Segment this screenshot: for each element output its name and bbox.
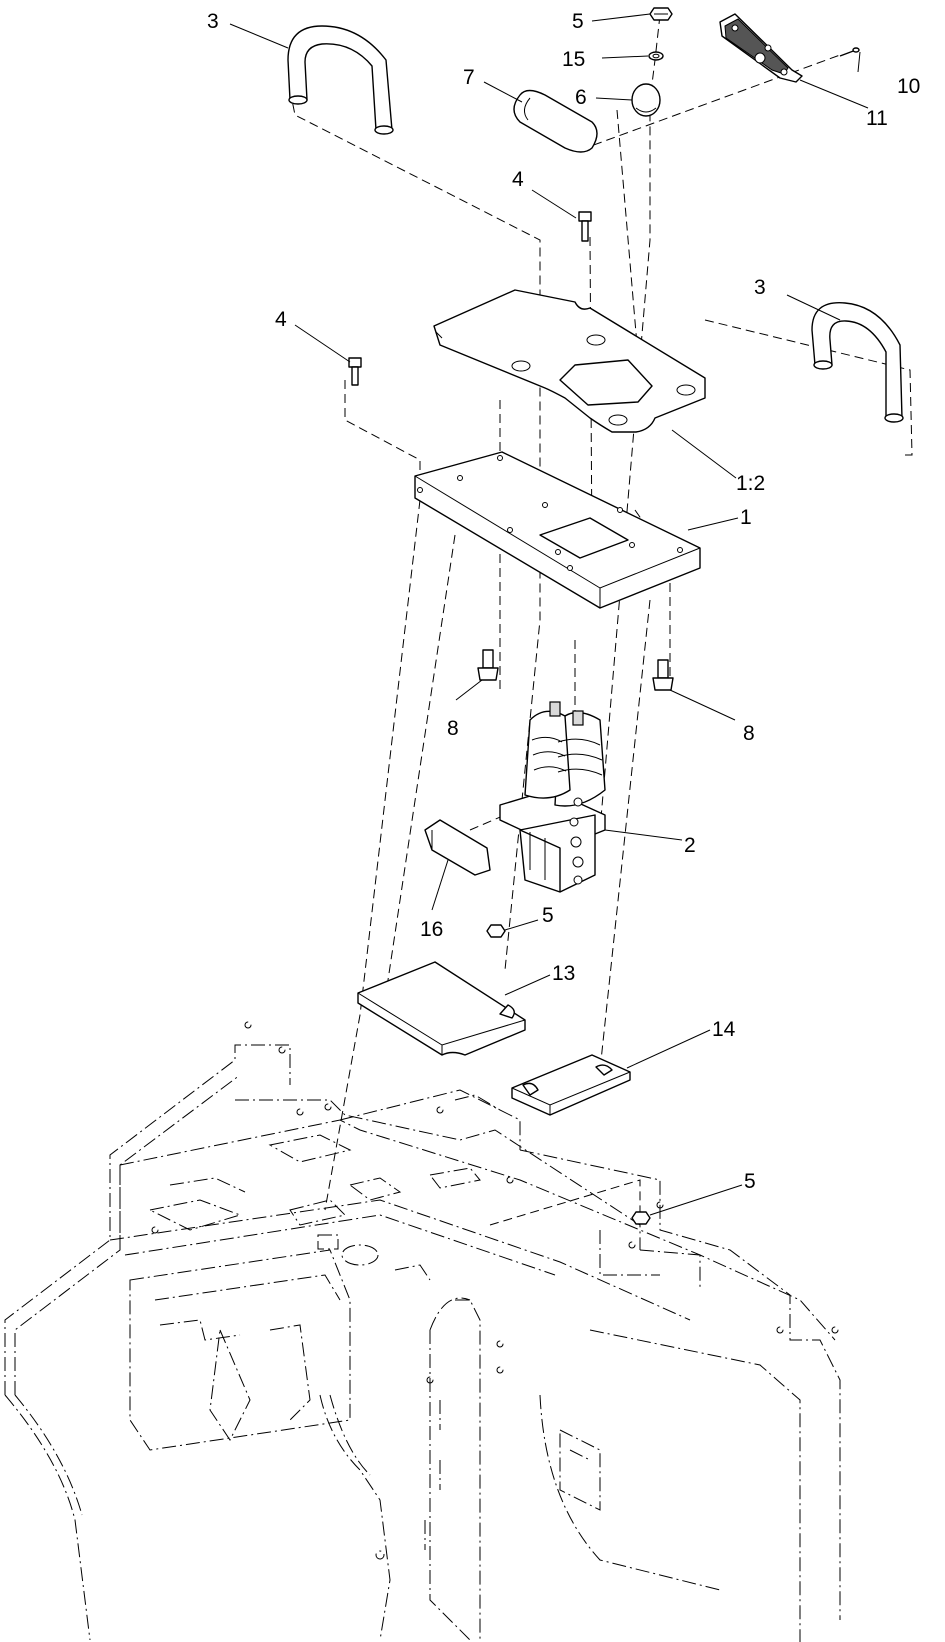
callout-8-left: 8: [447, 717, 459, 740]
callout-16: 16: [420, 918, 443, 941]
nut-lower: [631, 1211, 651, 1225]
cover-plate-large: [357, 961, 526, 1056]
lock-washer: [648, 51, 664, 61]
bolt-upper: [578, 211, 592, 242]
callout-labels: 3 5 15 7 6 10 11 4 3 4 1:2 1 8 8 2 16 5 …: [207, 10, 920, 1193]
screw-small: [839, 47, 860, 57]
callout-7: 7: [463, 66, 475, 89]
handle-grip-right: [811, 302, 904, 423]
flange-bolt-left: [477, 649, 499, 681]
handle-grip-left: [287, 25, 394, 135]
leader-lines: [229, 13, 869, 1216]
callout-5-top: 5: [572, 10, 584, 33]
switch-housing: [719, 13, 803, 83]
gasket-plate: [433, 289, 706, 433]
machine-frame-phantom: [4, 1021, 841, 1642]
callout-8-right: 8: [743, 722, 755, 745]
mounting-plate: [414, 451, 701, 609]
explode-centerlines: [289, 14, 913, 1226]
handle-cover: [513, 89, 598, 153]
callout-4-left: 4: [275, 308, 287, 331]
valve-bracket: [424, 819, 491, 876]
callout-5-middle: 5: [542, 904, 554, 927]
nut-top: [649, 7, 673, 21]
callout-4-upper: 4: [512, 168, 524, 191]
nut-middle: [486, 924, 506, 938]
callout-1: 1: [740, 506, 752, 529]
callout-3-left: 3: [207, 10, 219, 33]
callout-10: 10: [897, 75, 920, 98]
callout-6: 6: [575, 86, 587, 109]
callout-1-2: 1:2: [736, 472, 765, 495]
control-knob: [631, 83, 661, 117]
callout-11: 11: [866, 107, 888, 130]
callout-14: 14: [712, 1018, 736, 1041]
callout-13: 13: [552, 962, 575, 985]
callout-2: 2: [684, 834, 696, 857]
joystick-valve: [499, 701, 606, 893]
bolt-left: [348, 357, 362, 386]
callout-5-lower: 5: [744, 1170, 756, 1193]
callout-3-right: 3: [754, 276, 766, 299]
callout-15: 15: [562, 48, 585, 71]
cover-plate-small: [511, 1054, 631, 1116]
